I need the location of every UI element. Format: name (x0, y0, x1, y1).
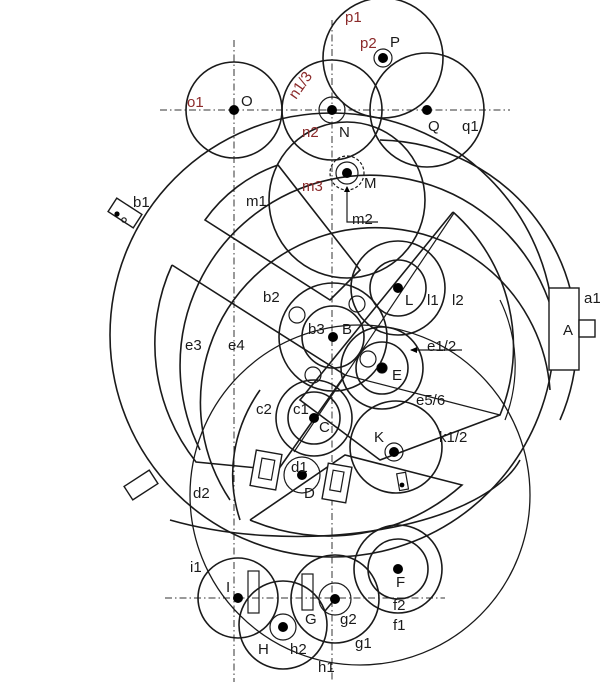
gear-h-h2 (269, 613, 297, 641)
e1-2-arrow (410, 347, 462, 353)
hub-c-icon (309, 413, 319, 423)
gear-d (283, 456, 321, 494)
label-h: H (258, 641, 269, 658)
gear-b-b3 (301, 305, 365, 369)
label-e3: e3 (185, 337, 202, 354)
label-c: C (319, 419, 330, 436)
hub-g-icon (330, 594, 340, 604)
gear-c-c2 (275, 379, 353, 457)
label-d2: d2 (193, 485, 210, 502)
label-m: M (364, 175, 377, 192)
gear-h-h1 (238, 580, 328, 670)
label-c2: c2 (256, 401, 272, 418)
hub-k-icon (389, 447, 399, 457)
gear-g-g2 (318, 582, 352, 616)
label-d: D (304, 485, 315, 502)
link-lines (293, 212, 501, 453)
label-g2: g2 (340, 611, 357, 628)
gear-f-f2 (367, 538, 429, 600)
gear-k-hub (384, 442, 404, 462)
gear-i (197, 557, 279, 639)
label-k1-2: k1/2 (439, 429, 467, 446)
label-m3: m3 (302, 178, 323, 195)
hub-e-icon (377, 363, 387, 373)
label-c1: c1 (293, 401, 309, 418)
pin-slots (107, 197, 410, 614)
label-f: F (396, 574, 405, 591)
label-b1: b1 (133, 194, 150, 211)
label-d1: d1 (291, 459, 308, 476)
hub-d-icon (297, 470, 307, 480)
label-i: I (226, 579, 230, 596)
hub-m-icon (342, 168, 352, 178)
hub-l-icon (393, 283, 403, 293)
label-b: B (342, 321, 352, 338)
hub-p-icon (378, 53, 388, 63)
label-m1: m1 (246, 193, 267, 210)
gear-b-b2 (278, 282, 388, 392)
gear-g-g1 (290, 554, 380, 644)
hub-h-icon (278, 622, 288, 632)
label-l2: l2 (452, 292, 464, 309)
gear-small3 (359, 350, 377, 368)
hub-o-icon (229, 105, 239, 115)
hub-b-icon (328, 332, 338, 342)
gear-e-outer (340, 326, 424, 410)
gear-l-l1 (369, 259, 427, 317)
label-f2: f2 (393, 597, 406, 614)
hub-n-icon (327, 105, 337, 115)
gear-p-hub (373, 48, 393, 68)
gears (185, 0, 485, 670)
m2-pointer (344, 186, 378, 223)
label-q1: q1 (462, 118, 479, 135)
gear-l-l2 (350, 240, 446, 336)
gear-m-outer (268, 121, 426, 279)
gear-hubs (229, 53, 432, 632)
label-q: Q (428, 118, 440, 135)
label-f1: f1 (393, 617, 406, 634)
label-p: P (390, 34, 400, 51)
gear-small2 (348, 295, 366, 313)
a1-bracket (548, 287, 596, 371)
label-e1-2: e1/2 (427, 338, 456, 355)
gear-m-hub (335, 161, 359, 185)
gear-q (369, 52, 485, 168)
label-n: N (339, 124, 350, 141)
label-p1: p1 (345, 9, 362, 26)
gear-e-inner (355, 341, 409, 395)
label-l: L (405, 292, 413, 309)
label-p2: p2 (360, 35, 377, 52)
label-o1: o1 (187, 94, 204, 111)
gear-small1 (288, 306, 306, 324)
label-k: K (374, 429, 384, 446)
hub-f-icon (393, 564, 403, 574)
gear-p (322, 0, 444, 119)
label-b3: b3 (308, 321, 325, 338)
label-o: O (241, 93, 253, 110)
label-e5-6: e5/6 (416, 392, 445, 409)
gear-c-c1 (287, 391, 341, 445)
label-a: A (563, 322, 573, 339)
label-i1: i1 (190, 559, 202, 576)
label-m2: m2 (352, 211, 373, 228)
label-h2: h2 (290, 641, 307, 658)
hub-i-icon (233, 593, 243, 603)
label-e4: e4 (228, 337, 245, 354)
label-e: E (392, 367, 402, 384)
label-n2: n2 (302, 124, 319, 141)
label-n1-3: n1/3 (285, 69, 316, 103)
label-a1: a1 (584, 290, 601, 307)
gear-k (349, 400, 443, 494)
label-l1: l1 (427, 292, 439, 309)
sector-plates (154, 164, 515, 537)
label-g1: g1 (355, 635, 372, 652)
gear-n-outer (281, 59, 383, 161)
gear-small4 (304, 366, 322, 384)
label-b2: b2 (263, 289, 280, 306)
label-h1: h1 (318, 659, 335, 676)
hub-q-icon (422, 105, 432, 115)
label-g: G (305, 611, 317, 628)
gear-f-f1 (353, 524, 443, 614)
